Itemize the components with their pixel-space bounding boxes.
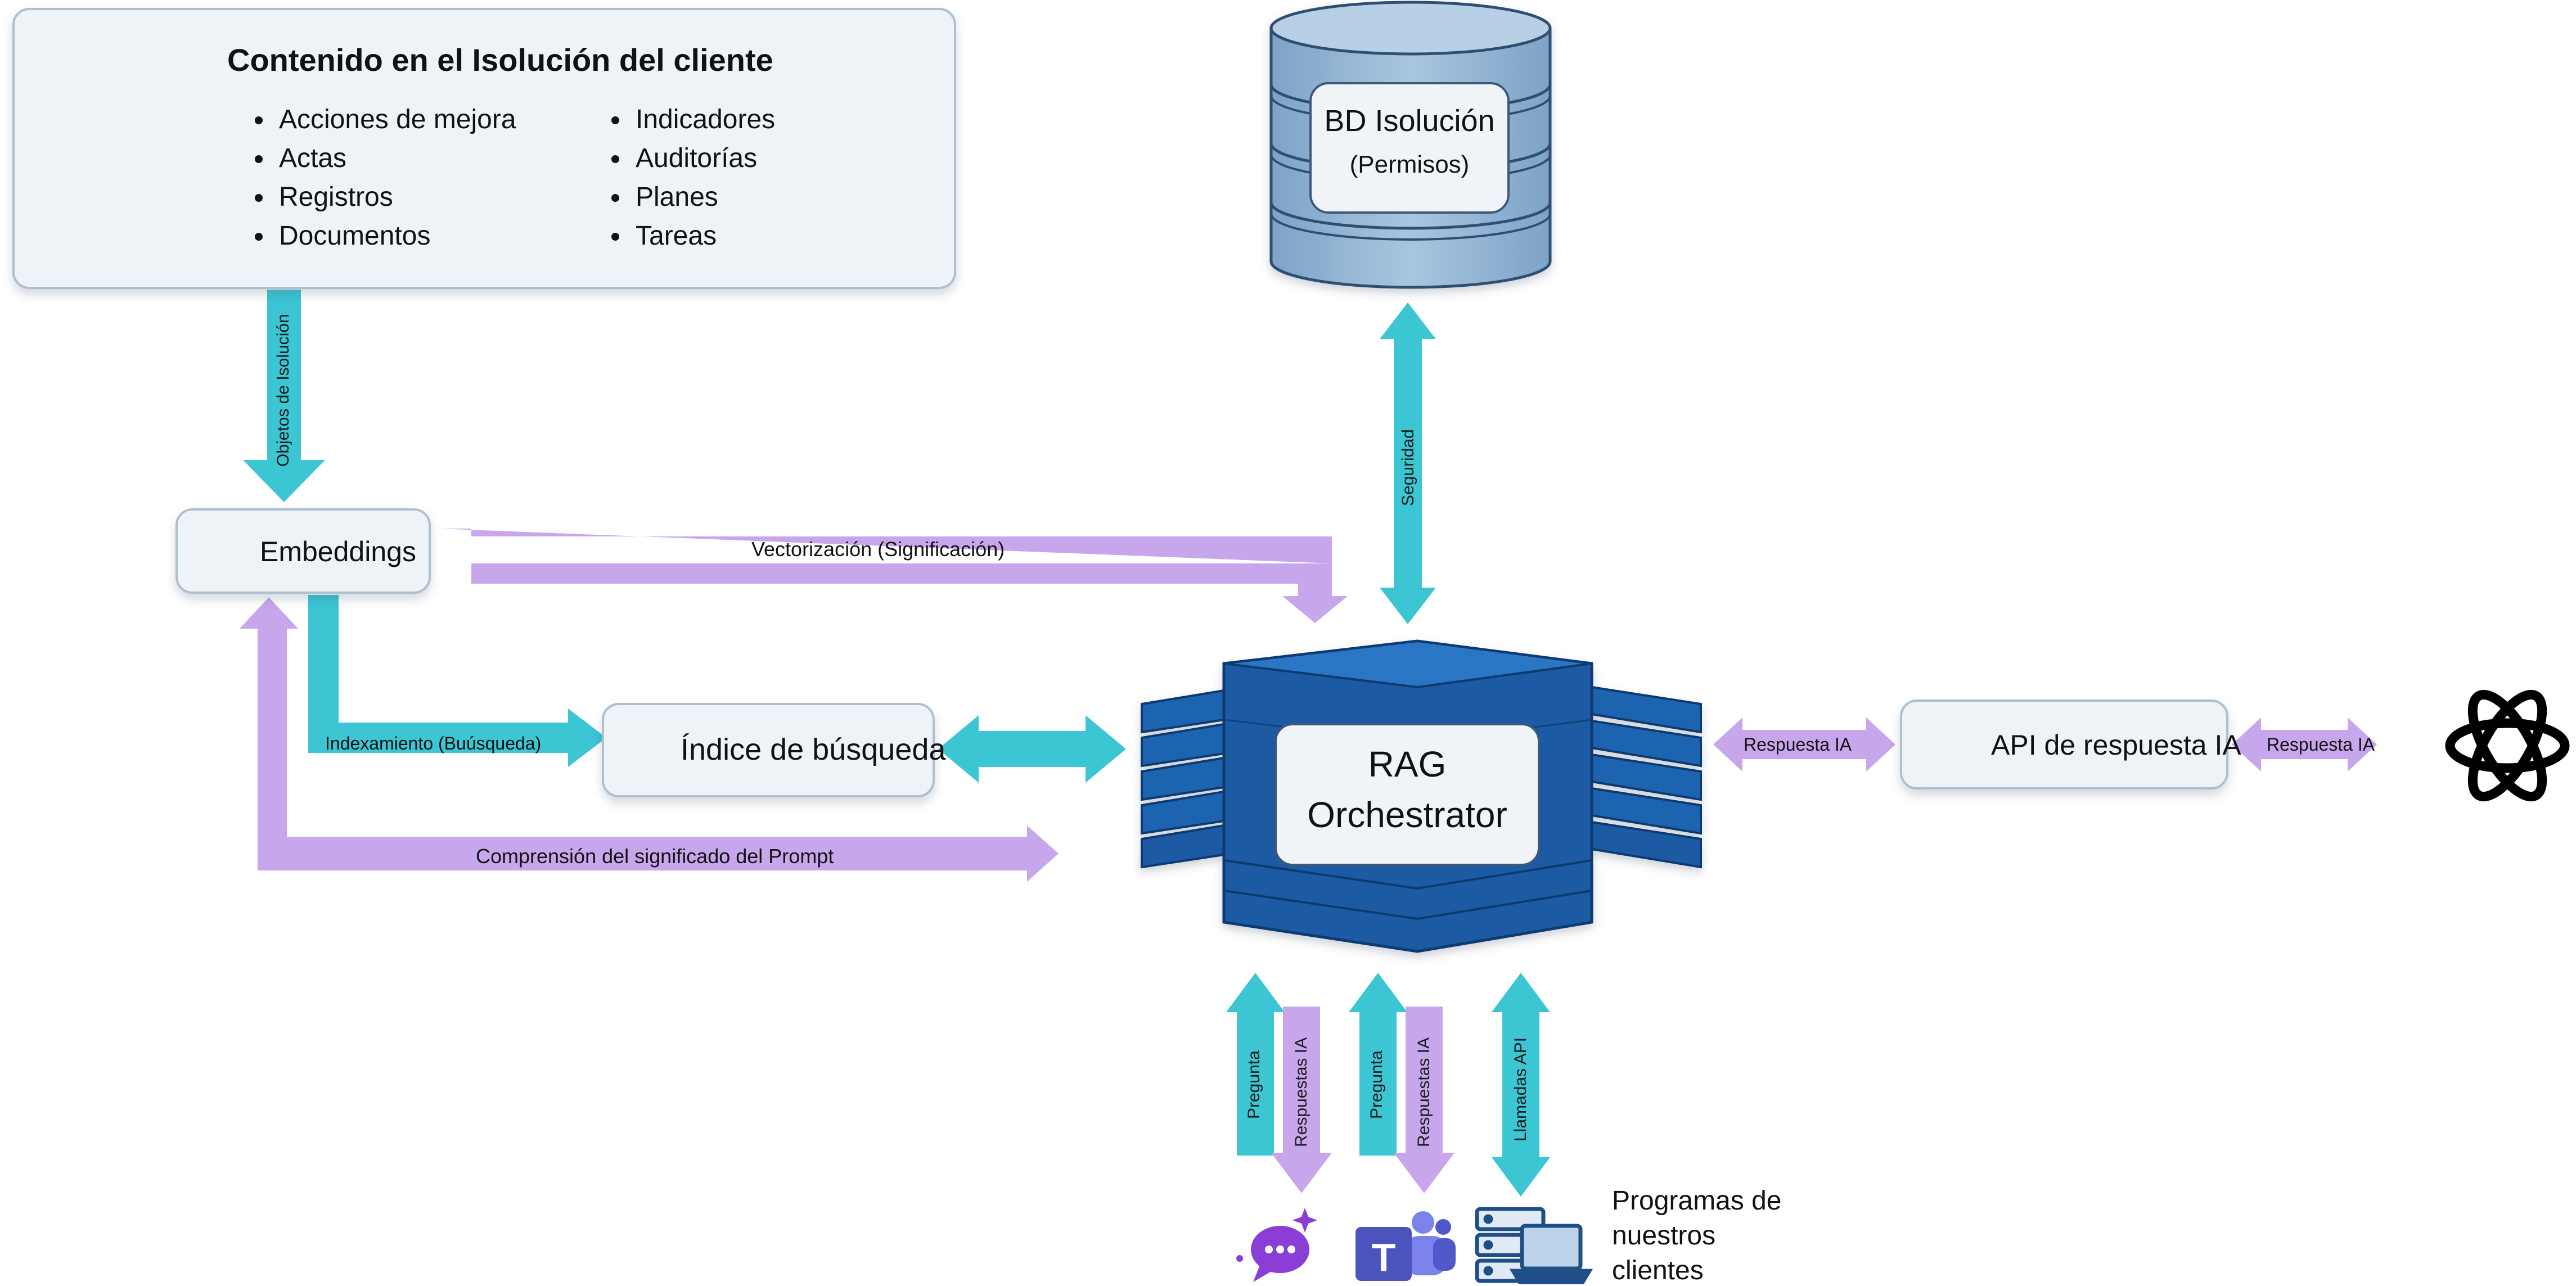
database-title: BD Isolución (1324, 104, 1495, 138)
list-item: Planes (631, 178, 775, 216)
arrow-respuesta-right (2232, 718, 2377, 771)
api-label: API de respuesta IA (1991, 729, 2241, 761)
list-item: Actas (274, 139, 516, 178)
server-laptop-icon (1475, 1207, 1593, 1284)
list-item: Acciones de mejora (274, 100, 516, 139)
svg-text:T: T (1372, 1235, 1396, 1279)
search-index-box (602, 703, 935, 797)
arrow-objetos (243, 290, 325, 502)
arrow-label-objetos: Objetos de Isolución (274, 314, 292, 467)
rag-stack (1141, 639, 1702, 953)
list-item: Auditorías (631, 139, 775, 178)
database-cylinder (1269, 1, 1552, 289)
arrow-respuestas-1 (1271, 1007, 1332, 1193)
clients-label-line1: Programas de (1612, 1186, 1782, 1216)
list-item: Registros (274, 178, 516, 216)
arrow-label-pregunta-1: Pregunta (1245, 1050, 1263, 1119)
arrow-label-respuesta-left: Respuesta IA (1744, 734, 1852, 755)
teams-icon: T (1355, 1211, 1456, 1281)
list-item: Documentos (274, 216, 516, 255)
arrow-label-respuestas-2: Respuestas IA (1415, 1037, 1433, 1147)
arrow-llamadas (1492, 973, 1550, 1197)
embeddings-box (175, 508, 431, 594)
chat-bot-icon (1236, 1208, 1317, 1282)
arrow-respuesta-left (1713, 718, 1895, 771)
arrow-indexamiento (308, 595, 606, 767)
content-box-list-right: Indicadores Auditorías Planes Tareas (595, 100, 775, 255)
rag-label-line2: Orchestrator (1307, 795, 1507, 835)
arrow-seguridad (1380, 303, 1436, 624)
database-subtitle: (Permisos) (1349, 151, 1470, 178)
arrow-pregunta-2 (1349, 973, 1407, 1156)
arrow-label-respuestas-1: Respuestas IA (1292, 1037, 1310, 1147)
rag-label-line1: RAG (1368, 744, 1447, 784)
content-box-list-left: Acciones de mejora Actas Registros Docum… (238, 100, 516, 255)
arrow-label-indexamiento: Indexamiento (Buúsqueda) (325, 733, 542, 753)
content-box (12, 8, 956, 289)
arrow-pregunta-1 (1226, 973, 1285, 1156)
arrow-vectorizacion (439, 529, 1348, 623)
arrow-label-pregunta-2: Pregunta (1367, 1050, 1386, 1119)
arrow-respuestas-2 (1394, 1007, 1454, 1193)
api-box (1900, 700, 2228, 789)
arrow-comprension (240, 597, 1059, 882)
clients-label-line3: clientes (1612, 1256, 1704, 1285)
arrow-label-vectorizacion: Vectorización (Significación) (751, 538, 1005, 561)
list-item: Tareas (631, 216, 775, 255)
arrow-label-llamadas: Llamadas API (1511, 1037, 1530, 1141)
arrow-label-comprension: Comprensión del significado del Prompt (476, 845, 834, 868)
search-index-label: Índice de búsqueda (681, 733, 946, 766)
content-box-title: Contenido en el Isolución del cliente (227, 42, 773, 78)
arrow-index-rag (938, 715, 1126, 783)
arrow-label-respuesta-right: Respuesta IA (2267, 734, 2375, 755)
embeddings-label: Embeddings (260, 536, 416, 567)
clients-label-line2: nuestros (1612, 1221, 1716, 1251)
list-item: Indicadores (631, 100, 775, 139)
arrow-label-seguridad: Seguridad (1399, 429, 1417, 506)
openai-logo-icon (2445, 689, 2570, 802)
